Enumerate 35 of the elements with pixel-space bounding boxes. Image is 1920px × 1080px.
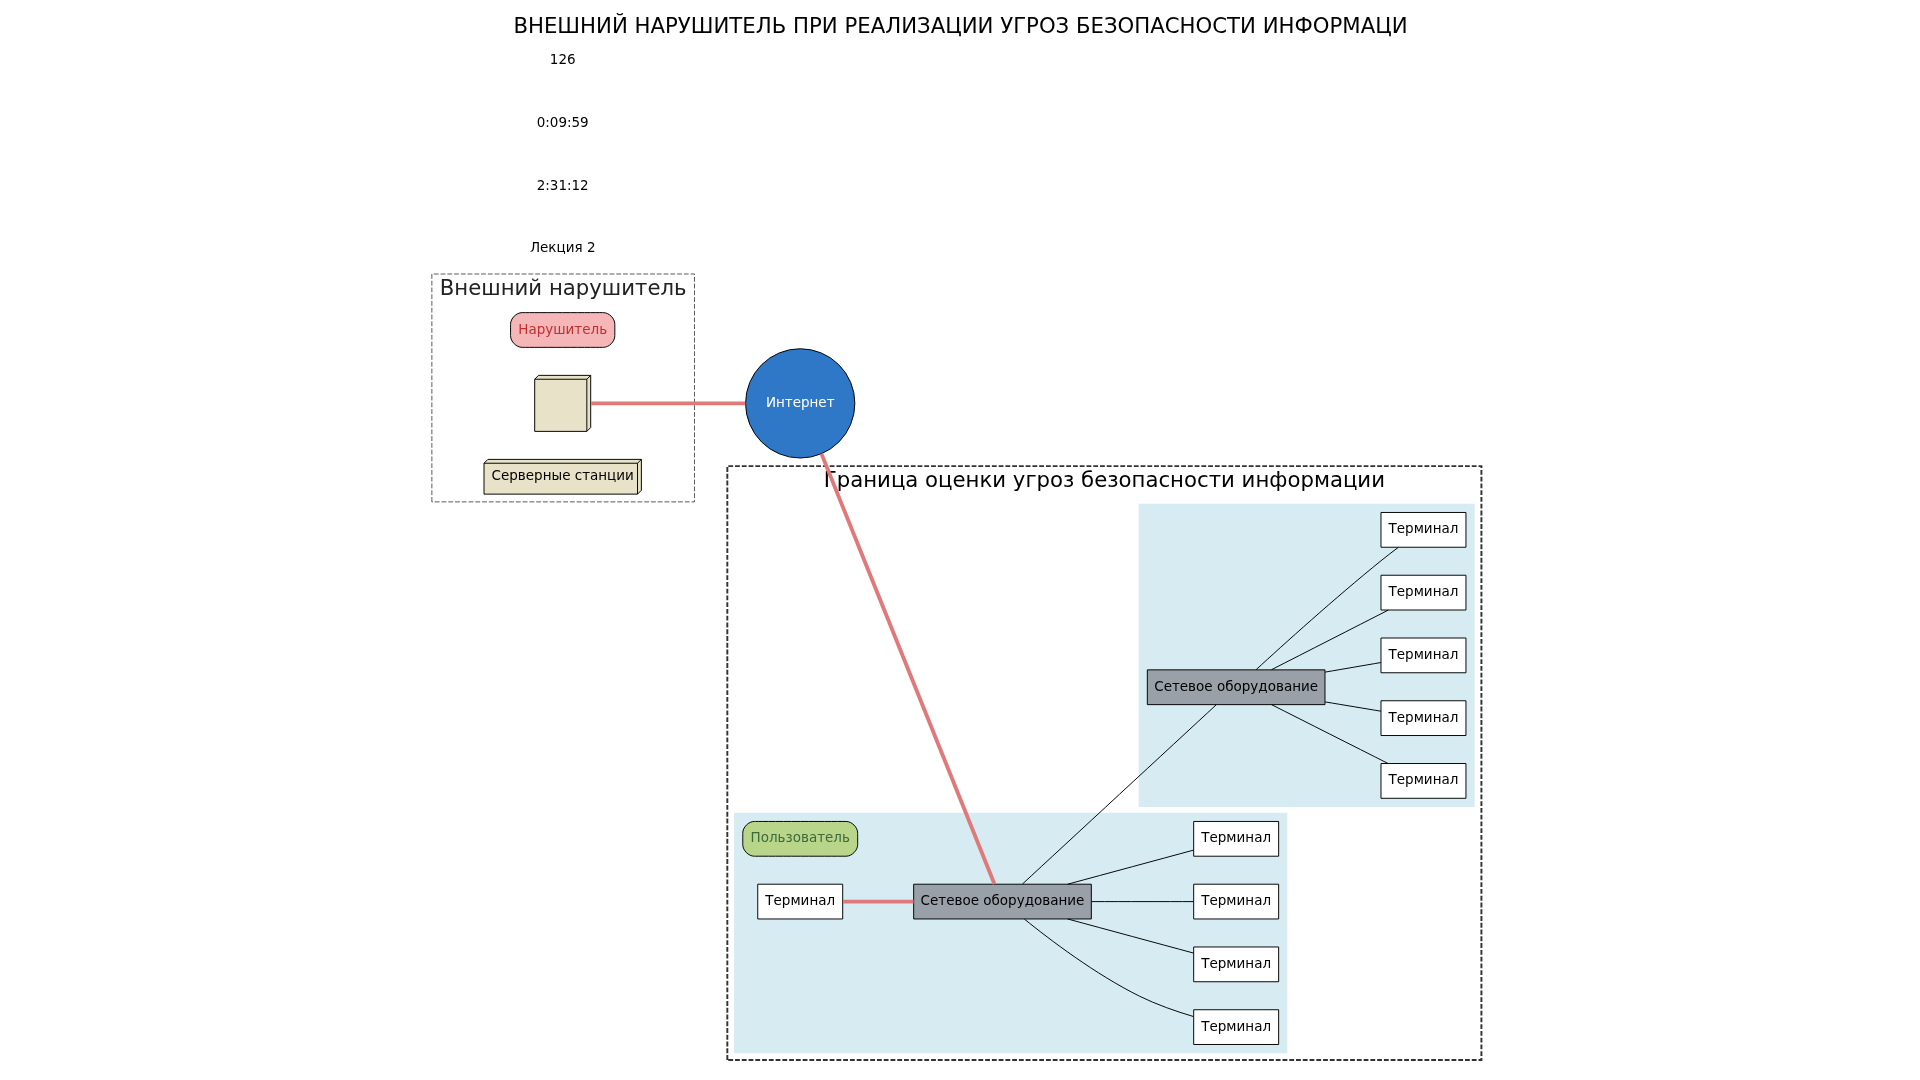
cluster xyxy=(733,812,1287,1054)
connector xyxy=(1324,662,1381,673)
label: 2:31:12 xyxy=(536,176,589,193)
node-box: Пользователь xyxy=(741,820,858,857)
connector xyxy=(819,453,996,885)
node-box: Терминал xyxy=(1380,574,1466,611)
cluster xyxy=(1138,503,1475,807)
connector xyxy=(1066,918,1194,954)
diagram-title: ВНЕШНИЙ НАРУШИТЕЛЬ ПРИ РЕАЛИЗАЦИИ УГРОЗ БЕЗОПАСНОСТИ ИНФОРМАЦИ xyxy=(512,13,1408,39)
node-box: Терминал xyxy=(1192,946,1279,983)
node-box: Терминал xyxy=(1380,763,1466,799)
node-box: Терминал xyxy=(756,883,843,920)
node-box: Терминал xyxy=(1380,700,1466,736)
node-box: Терминал xyxy=(1192,1009,1279,1045)
connector xyxy=(590,401,745,406)
node-box: Терминал xyxy=(1192,820,1279,857)
connector xyxy=(1023,918,1194,1017)
label: Лекция 2 xyxy=(529,239,595,256)
label: 0:09:59 xyxy=(536,113,589,130)
connector xyxy=(842,899,914,904)
connector xyxy=(1270,609,1389,671)
node-box: Нарушитель xyxy=(509,312,615,348)
connector xyxy=(1255,547,1399,671)
connector xyxy=(1090,901,1194,903)
node-circle: Интернет xyxy=(744,348,855,459)
connector xyxy=(1270,704,1388,764)
connector xyxy=(1324,701,1381,712)
label: 126 xyxy=(549,51,576,68)
node-box: Сетевое оборудование xyxy=(1146,669,1325,706)
node-box: Терминал xyxy=(1192,883,1279,920)
connector xyxy=(1021,704,1217,885)
connector xyxy=(1066,849,1194,885)
node-box: Сетевое оборудование xyxy=(912,883,1092,920)
node-box: Терминал xyxy=(1380,512,1466,548)
node-box: Терминал xyxy=(1380,637,1466,674)
